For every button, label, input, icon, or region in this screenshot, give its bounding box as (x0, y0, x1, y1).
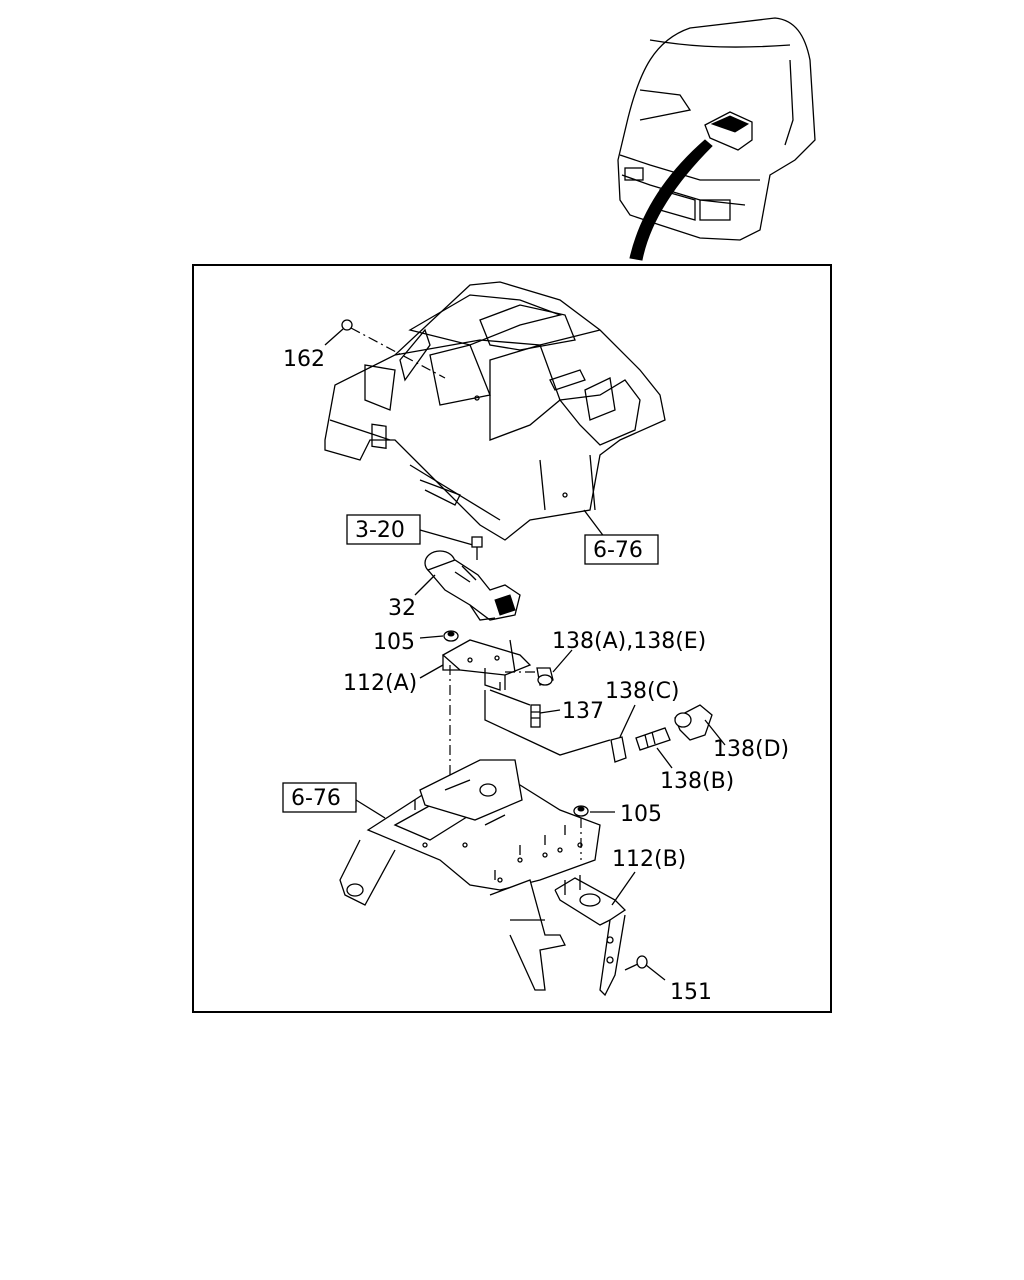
bracket-112b (554, 875, 627, 997)
callout-112b: 112(B) (612, 847, 686, 872)
fitting-138d (674, 704, 713, 741)
callout-138c: 138(C) (605, 679, 680, 704)
base-plate (339, 759, 601, 991)
callout-138ae: 138(A),138(E) (552, 629, 706, 654)
bracket-112a (441, 639, 532, 691)
truck-cab-inset (617, 17, 816, 261)
detail-frame (192, 264, 832, 1013)
callout-162: 162 (283, 347, 325, 372)
nut-105-lower (573, 805, 589, 860)
callout-137: 137 (562, 699, 604, 724)
callout-112a: 112(A) (343, 671, 417, 696)
callout-105-upper: 105 (373, 630, 415, 655)
nut-105-upper (443, 630, 459, 642)
fitting-138ae (536, 667, 554, 686)
bolt-151 (624, 955, 648, 971)
callout-138d: 138(D) (713, 737, 789, 762)
ref-3-20: 3-20 (355, 518, 405, 543)
fitting-138c (610, 736, 627, 763)
ref-6-76-upper: 6-76 (593, 538, 643, 563)
ref-6-76-lower: 6-76 (291, 786, 341, 811)
callout-151: 151 (670, 980, 712, 1005)
callout-138b: 138(B) (660, 769, 734, 794)
switch-assembly-32 (424, 550, 521, 621)
bolt (471, 536, 483, 560)
fitting-138b (635, 727, 671, 751)
fitting-137 (530, 704, 541, 728)
callout-32: 32 (388, 596, 416, 621)
callout-105-lower: 105 (620, 802, 662, 827)
console-cover (324, 281, 666, 541)
